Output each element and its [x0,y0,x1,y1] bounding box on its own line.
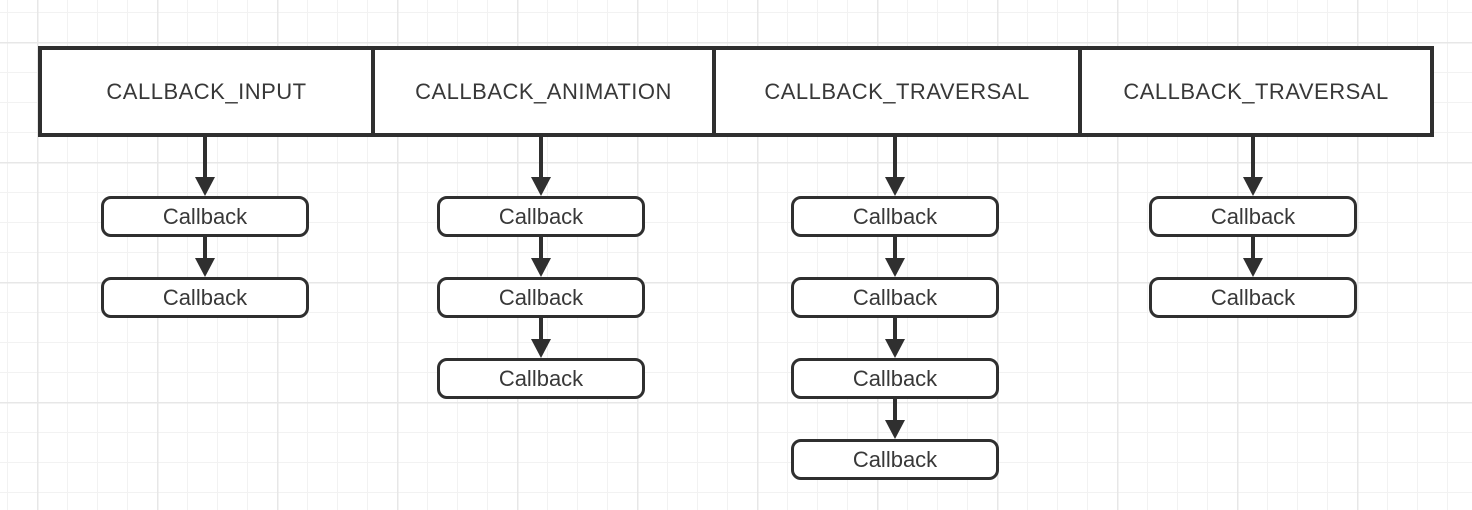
arrow-down-icon[interactable] [531,318,551,358]
header-cell-callback-traversal-1[interactable]: CALLBACK_TRAVERSAL [712,50,1078,133]
arrow-down-icon[interactable] [885,318,905,358]
arrow-down-icon[interactable] [885,237,905,277]
callback-node[interactable]: Callback [437,358,645,399]
arrow-head [885,258,905,277]
arrow-line [203,137,207,177]
arrow-down-icon[interactable] [1243,237,1263,277]
chain-callback-animation: Callback Callback Callback [437,137,645,399]
callback-header-bar: CALLBACK_INPUT CALLBACK_ANIMATION CALLBA… [38,46,1434,137]
arrow-head [885,339,905,358]
arrow-down-icon[interactable] [195,137,215,196]
callback-node[interactable]: Callback [791,439,999,480]
arrow-line [1251,137,1255,177]
arrow-down-icon[interactable] [1243,137,1263,196]
chain-callback-input: Callback Callback [101,137,309,318]
arrow-line [1251,237,1255,258]
arrow-head [531,339,551,358]
callback-node[interactable]: Callback [1149,277,1357,318]
arrow-line [539,237,543,258]
arrow-down-icon[interactable] [195,237,215,277]
header-cell-callback-input[interactable]: CALLBACK_INPUT [42,50,371,133]
callback-node[interactable]: Callback [101,196,309,237]
arrow-down-icon[interactable] [531,137,551,196]
callback-node[interactable]: Callback [791,277,999,318]
arrow-line [539,318,543,339]
callback-node[interactable]: Callback [1149,196,1357,237]
header-cell-callback-traversal-2[interactable]: CALLBACK_TRAVERSAL [1078,50,1430,133]
callback-node[interactable]: Callback [791,196,999,237]
chain-callback-traversal-2: Callback Callback [1149,137,1357,318]
arrow-line [893,318,897,339]
arrow-head [1243,258,1263,277]
header-cell-callback-animation[interactable]: CALLBACK_ANIMATION [371,50,712,133]
arrow-line [203,237,207,258]
arrow-head [885,177,905,196]
arrow-line [893,237,897,258]
arrow-line [893,137,897,177]
callback-node[interactable]: Callback [437,196,645,237]
arrow-down-icon[interactable] [531,237,551,277]
arrow-down-icon[interactable] [885,137,905,196]
arrow-head [195,177,215,196]
callback-node[interactable]: Callback [101,277,309,318]
arrow-line [539,137,543,177]
arrow-head [885,420,905,439]
arrow-head [195,258,215,277]
callback-node[interactable]: Callback [437,277,645,318]
arrow-down-icon[interactable] [885,399,905,439]
arrow-head [531,177,551,196]
arrow-head [1243,177,1263,196]
arrow-line [893,399,897,420]
arrow-head [531,258,551,277]
chain-callback-traversal-1: Callback Callback Callback Callback [791,137,999,480]
callback-node[interactable]: Callback [791,358,999,399]
